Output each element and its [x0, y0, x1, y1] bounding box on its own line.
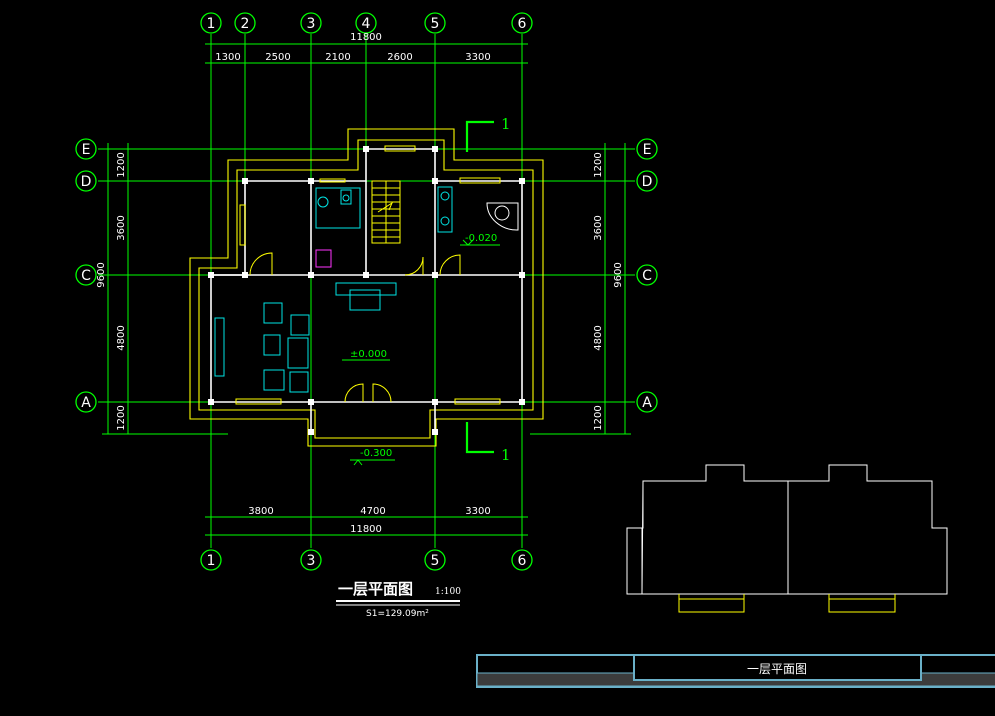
dim-top-overall: 11800 — [350, 32, 382, 43]
axis-bubbles-bottom — [200, 549, 533, 571]
axis-bubbles-top — [200, 12, 533, 34]
axis-label-a-right: A — [642, 395, 652, 411]
windows-doors — [235, 145, 501, 405]
dim-bottom-seg-3: 3300 — [465, 506, 490, 517]
axis-label-3-bottom: 3 — [307, 553, 316, 569]
elevation-kitchen: -0.020 — [465, 233, 497, 244]
dim-top-seg-3: 2100 — [325, 52, 350, 63]
building-outline — [189, 128, 544, 447]
staircase — [371, 180, 401, 244]
dim-right-seg-4: 1200 — [593, 405, 604, 430]
axis-label-1-bottom: 1 — [207, 553, 216, 569]
axis-label-6-bottom: 6 — [518, 553, 527, 569]
axis-grid — [98, 34, 635, 548]
section-marks — [465, 120, 494, 454]
axis-label-e-left: E — [82, 142, 91, 158]
axis-label-5-bottom: 5 — [431, 553, 440, 569]
axis-bubbles-left — [75, 138, 97, 413]
columns — [208, 146, 525, 435]
dim-left-overall: 9600 — [96, 262, 107, 287]
dim-bottom-overall: 11800 — [350, 524, 382, 535]
dim-left-seg-3: 4800 — [116, 325, 127, 350]
axis-label-6-top: 6 — [518, 16, 527, 32]
dim-right-seg-1: 1200 — [593, 152, 604, 177]
dimension-lines — [102, 43, 631, 536]
title-block — [476, 654, 995, 688]
axis-label-d-right: D — [642, 174, 653, 190]
drawing-area: S1=129.09m² — [366, 609, 429, 619]
dim-top-seg-5: 3300 — [465, 52, 490, 63]
dim-left-seg-4: 1200 — [116, 405, 127, 430]
axis-label-d-left: D — [81, 174, 92, 190]
axis-label-c-left: C — [81, 268, 91, 284]
axis-label-2-top: 2 — [241, 16, 250, 32]
section-mark-bottom: 1 — [501, 446, 511, 464]
axis-label-c-right: C — [642, 268, 652, 284]
axis-label-3-top: 3 — [307, 16, 316, 32]
title-block-sheet-name: 一层平面图 — [747, 662, 807, 676]
elevation-porch: -0.300 — [360, 448, 392, 459]
dim-top-seg-1: 1300 — [215, 52, 240, 63]
dim-left-seg-1: 1200 — [116, 152, 127, 177]
elevation-living: ±0.000 — [350, 349, 387, 360]
dim-right-seg-2: 3600 — [593, 215, 604, 240]
key-plan — [626, 464, 948, 613]
drawing-scale: 1:100 — [435, 587, 461, 597]
dim-bottom-seg-2: 4700 — [360, 506, 385, 517]
elevation-symbols — [342, 239, 500, 466]
furniture — [214, 186, 519, 393]
dim-right-seg-3: 4800 — [593, 325, 604, 350]
axis-label-4-top: 4 — [362, 16, 371, 32]
section-mark-top: 1 — [501, 115, 511, 133]
dim-top-seg-4: 2600 — [387, 52, 412, 63]
axis-label-a-left: A — [81, 395, 91, 411]
dim-left-seg-2: 3600 — [116, 215, 127, 240]
axis-label-5-top: 5 — [431, 16, 440, 32]
drawing-title: 一层平面图 — [338, 580, 413, 598]
dim-bottom-seg-1: 3800 — [248, 506, 273, 517]
axis-label-e-right: E — [643, 142, 652, 158]
axis-bubbles-right — [636, 138, 658, 413]
axis-label-1-top: 1 — [207, 16, 216, 32]
dim-top-seg-2: 2500 — [265, 52, 290, 63]
dim-right-overall: 9600 — [613, 262, 624, 287]
